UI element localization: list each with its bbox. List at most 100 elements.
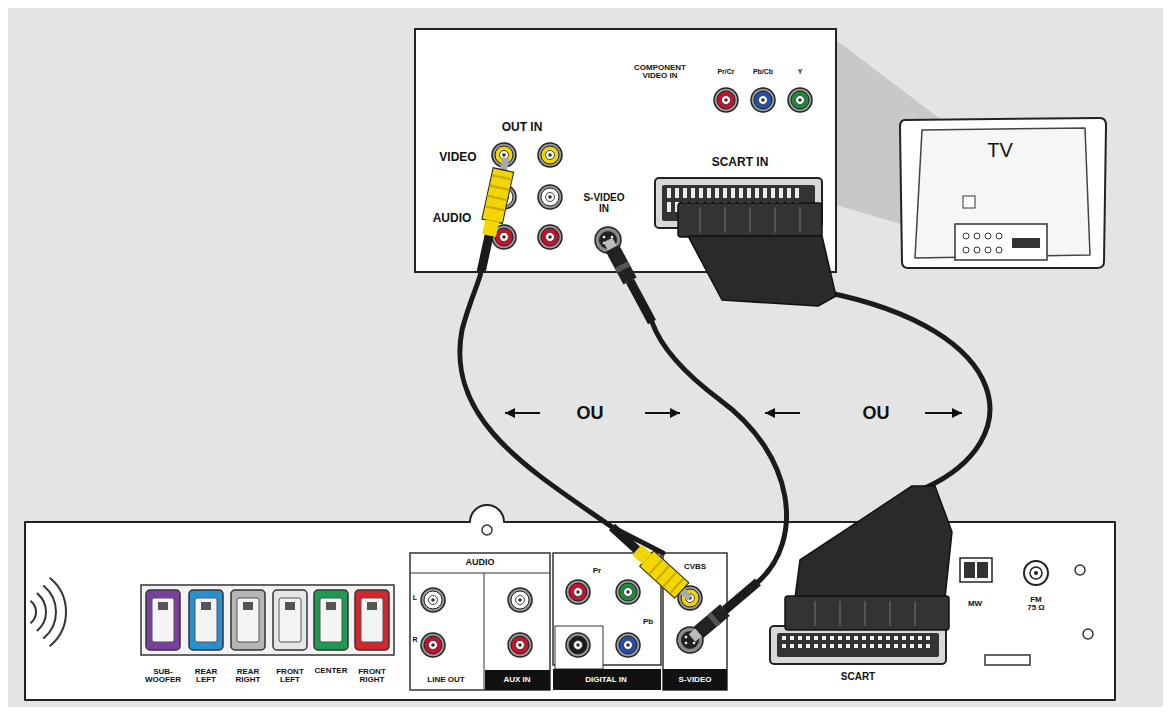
rca-jack <box>508 588 532 612</box>
jack-collar <box>541 228 559 246</box>
mw-terminal <box>960 558 992 582</box>
plug-boot <box>481 236 489 272</box>
jack-ring <box>538 143 562 167</box>
jack-pin <box>502 235 506 239</box>
mw-clip <box>964 562 975 578</box>
socket-pin <box>603 236 606 239</box>
socket-pin <box>814 644 818 648</box>
socket-pin <box>862 636 866 640</box>
socket-pin <box>838 636 842 640</box>
plug-ridge <box>889 602 891 625</box>
port-label: Pb/Cb <box>753 68 773 75</box>
port-label: S-VIDEO IN <box>579 193 629 214</box>
plug-ridge <box>487 197 507 199</box>
tv-antenna <box>963 196 975 208</box>
jack-hole <box>429 596 438 605</box>
socket-pin <box>926 644 930 648</box>
plug-ridge <box>774 208 776 232</box>
socket-pin <box>846 644 850 648</box>
device-panel: DIGITAL IN <box>553 625 661 690</box>
socket-pin <box>675 188 679 198</box>
port-label: OUT IN <box>502 121 543 134</box>
jack-ring <box>508 588 532 612</box>
jack-pin <box>626 643 630 647</box>
device-panel: COMPONENT VIDEO INPr/CrPb/CbYOUT INVIDEO… <box>415 29 836 272</box>
port-label: R <box>412 636 417 643</box>
jack-hole <box>574 588 583 597</box>
socket-pin <box>910 636 914 640</box>
port-label: DIGITAL IN <box>585 676 626 684</box>
scart-socket <box>770 626 946 664</box>
jack-ring <box>616 580 640 604</box>
cable-line <box>790 272 990 520</box>
arrow-head <box>505 408 515 418</box>
jack-pin <box>502 153 506 157</box>
port-label: AUDIO <box>433 212 472 225</box>
jack-collar <box>511 591 529 609</box>
socket-pin <box>830 644 834 648</box>
cable-line <box>625 272 786 609</box>
socket-pin <box>691 188 695 198</box>
socket-pin <box>693 642 696 645</box>
diagram-ground <box>8 8 1163 707</box>
port-label: Pb <box>643 618 653 626</box>
device-panel: SUB- WOOFERREAR LEFTREAR RIGHTFRONT LEFT… <box>25 520 1115 702</box>
terminal-clip <box>326 602 336 610</box>
jack-collar <box>754 91 772 109</box>
plug-edge <box>492 169 503 221</box>
jack-pin <box>431 598 435 602</box>
choice-label: OU <box>863 404 890 423</box>
socket-pin <box>902 644 906 648</box>
socket-slot <box>777 633 939 657</box>
direction-arrow <box>925 408 962 418</box>
plug-boot <box>630 281 652 322</box>
plug-ridge <box>914 602 916 625</box>
socket-pin <box>870 636 874 640</box>
rca-jack <box>788 88 812 112</box>
plug-ridge <box>621 265 624 270</box>
jack-pin <box>724 98 728 102</box>
scart-plug-head <box>678 203 822 237</box>
jack-collar <box>495 228 513 246</box>
port-label: CVBS <box>684 563 706 571</box>
port-label: REAR LEFT <box>186 668 226 685</box>
device-panel: PrPb <box>553 553 661 665</box>
terminal-face <box>152 598 174 642</box>
socket-pin <box>667 188 671 198</box>
tv-jack <box>996 233 1002 239</box>
jack-pin <box>548 153 552 157</box>
terminal-face <box>361 598 383 642</box>
device-panel: CVBSS-VIDEO <box>663 553 727 690</box>
socket-pin <box>699 188 703 198</box>
plug-neck <box>637 550 647 559</box>
speaker-terminal <box>355 590 389 650</box>
direction-arrow <box>645 408 680 418</box>
arrow-head <box>670 408 680 418</box>
socket-pin <box>747 188 751 198</box>
port-label: FM 75 Ω <box>1026 596 1046 613</box>
socket-pin <box>894 644 898 648</box>
plug-ridge <box>839 602 841 625</box>
jack-ring <box>421 633 445 657</box>
port-label: COMPONENT VIDEO IN <box>628 64 692 81</box>
socket-pin <box>731 188 735 198</box>
jack-hole <box>546 151 555 160</box>
terminal-face <box>279 598 301 642</box>
rca-jack <box>421 588 445 612</box>
label-bar <box>553 669 661 690</box>
tv-jack <box>963 247 969 253</box>
port-label: MW <box>968 600 982 608</box>
jack-collar <box>511 636 529 654</box>
jack-pin <box>431 643 435 647</box>
plug-body <box>612 248 630 281</box>
plug-ridge <box>814 602 816 625</box>
speaker-terminal <box>189 590 223 650</box>
tv-connector-area <box>955 224 1047 260</box>
plug-ridge <box>864 602 866 625</box>
plug-ridge <box>492 176 512 178</box>
socket-pin <box>779 188 783 198</box>
port-label: FRONT LEFT <box>270 668 310 685</box>
divider <box>484 573 485 690</box>
socket-pin <box>795 188 799 198</box>
